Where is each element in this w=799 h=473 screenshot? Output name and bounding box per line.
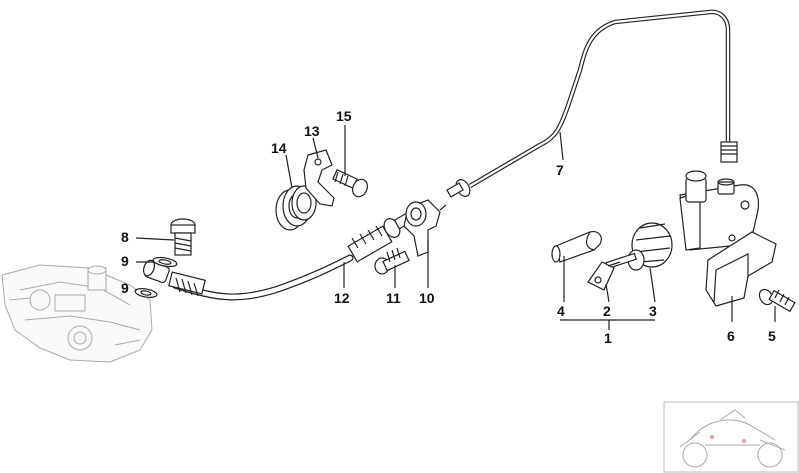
pushrod (587, 261, 621, 291)
label-2: 2 (603, 303, 611, 319)
label-1: 1 (604, 330, 612, 346)
screw-15 (332, 169, 368, 198)
label-13: 13 (304, 123, 320, 139)
callout-labels: 1 2 3 4 5 6 7 8 9 9 10 11 12 13 14 15 (121, 108, 776, 346)
mount-bracket (705, 231, 777, 307)
brake-hose (142, 254, 354, 301)
screw-11 (374, 247, 410, 275)
hose-fitting (347, 212, 413, 263)
label-9-upper: 9 (121, 253, 129, 269)
label-14: 14 (271, 140, 287, 156)
holder-clip (303, 149, 335, 207)
label-12: 12 (334, 290, 350, 306)
seal-rings (134, 256, 178, 298)
leader-lines (135, 125, 776, 330)
brake-pipe (446, 9, 738, 198)
line-bracket (403, 199, 447, 257)
motorcycle-thumbnail (663, 401, 799, 473)
clevis-pin (551, 231, 602, 263)
brake-caliper (1, 264, 153, 363)
label-7: 7 (556, 162, 564, 178)
label-8: 8 (121, 229, 129, 245)
grommet (275, 185, 317, 231)
label-4: 4 (557, 303, 565, 319)
master-cylinder (605, 170, 760, 271)
label-15: 15 (336, 108, 352, 124)
banjo-bolt (170, 218, 196, 256)
label-9-lower: 9 (121, 280, 129, 296)
label-3: 3 (649, 303, 657, 319)
label-6: 6 (727, 328, 735, 344)
screw-5 (758, 288, 796, 313)
label-10: 10 (419, 290, 435, 306)
label-5: 5 (768, 328, 776, 344)
label-11: 11 (386, 290, 401, 306)
